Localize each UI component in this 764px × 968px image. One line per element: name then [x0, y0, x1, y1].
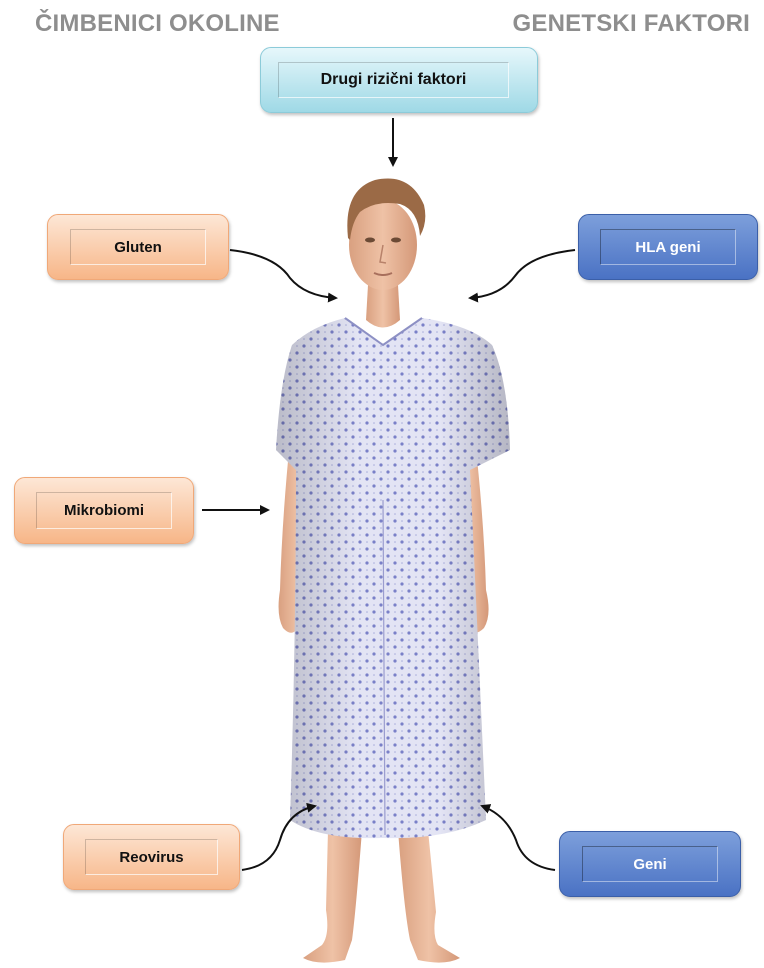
gluten-label: Gluten [70, 229, 207, 265]
reovirus-box: Reovirus [63, 824, 240, 890]
other-risk-factors-box: Drugi rizični faktori [260, 47, 538, 113]
arrow-icon [230, 250, 336, 298]
microbiome-label: Mikrobiomi [36, 492, 171, 528]
other-risk-factors-label: Drugi rizični faktori [278, 62, 510, 98]
arrow-icon [242, 806, 315, 870]
genes-box: Geni [559, 831, 741, 897]
reovirus-label: Reovirus [85, 839, 218, 875]
hla-genes-label: HLA geni [600, 229, 735, 265]
microbiome-box: Mikrobiomi [14, 477, 194, 544]
arrow-icon [482, 806, 555, 870]
gluten-box: Gluten [47, 214, 229, 280]
genes-label: Geni [582, 846, 719, 882]
hla-genes-box: HLA geni [578, 214, 758, 280]
arrow-icon [470, 250, 575, 298]
